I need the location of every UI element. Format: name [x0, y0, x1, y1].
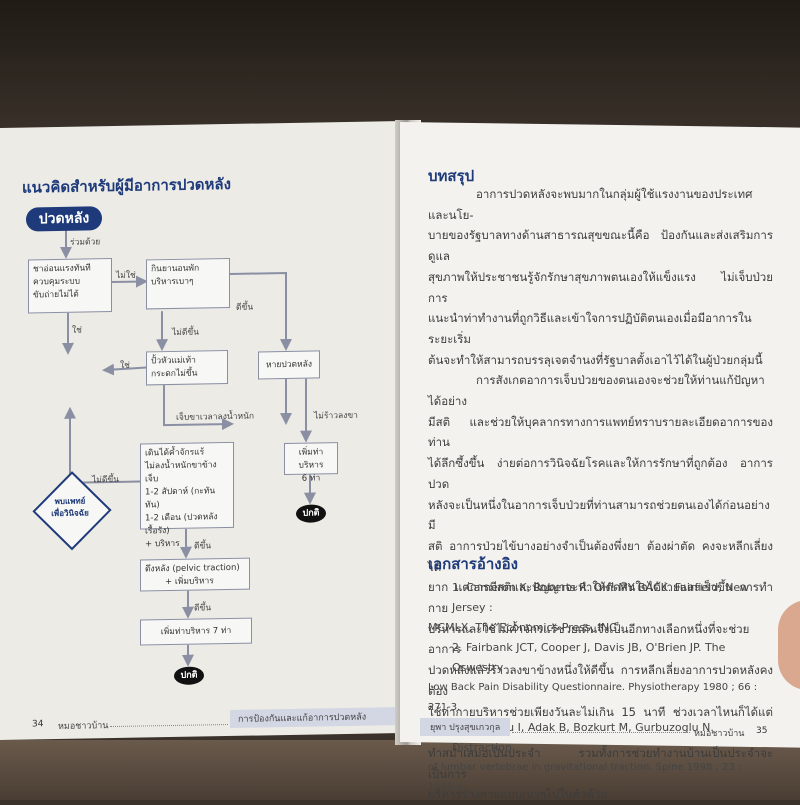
text-line: ยาก แต่การมีสติและปัญญาจะทำให้ตัดสินใจได…: [428, 580, 773, 616]
box-line: + บริหาร: [145, 538, 180, 550]
label-better-2: ดีขึ้น: [194, 541, 212, 552]
label-combined: ร่วมด้วย: [70, 237, 101, 248]
running-head-right: หมอชาวบ้าน: [694, 729, 745, 739]
text-line: อาการปวดหลังจะพบมากในกลุ่มผู้ใช้แรงงานขอ…: [428, 187, 753, 222]
text-line: บริหารร่างกายแบบเบาๆไปในตัวด้วย: [428, 787, 608, 802]
references-heading: เอกสารอ้างอิง: [428, 555, 518, 573]
box-line: + เพิ่มบริหาร: [165, 576, 214, 588]
text-line: บายของรัฐบาลทางด้านสาธารณสุขขณะนี้คือ ป้…: [428, 228, 773, 264]
text-line: สติ อาการป่วยไข้บางอย่างจำเป็นต้องพึ่งยา…: [428, 538, 773, 574]
label-yes-1: ใช่: [72, 325, 82, 336]
label-no-leg-pain: ไม่ร้าวลงขา: [314, 410, 358, 422]
box-line: กินยานอนพัก: [151, 263, 200, 275]
reference-line: Low Back Pain Disability Questionnaire. …: [428, 682, 758, 713]
box-recovered: หายปวดหลัง: [258, 350, 320, 380]
box-crutch-walking: เดินได้ค้ำจักรแร้ ไม่ลงน้ำหนักขาข้างเจ็บ…: [140, 441, 234, 549]
reference-line: 3. Tekeoglu I, Adak B, Bozkurt M, Gurbuz…: [452, 721, 714, 754]
box-toe-weakness: ปั้วหัวแม่เท้า กระดกไม่ขึ้น: [146, 350, 228, 386]
box-weakness-symptoms: ชาอ่อนแรงทันที ควบคุมระบบ ขับถ่ายไม่ได้: [28, 258, 112, 314]
reference-line: MCMLX, The Economics Press, INC..: [428, 621, 624, 634]
summary-text: อาการปวดหลังจะพบมากในกลุ่มผู้ใช้แรงงานขอ…: [428, 184, 773, 805]
box-line: เพิ่มท่าบริหาร: [298, 447, 324, 471]
box-pelvic-traction: ดึงหลัง (pelvic traction) + เพิ่มบริหาร: [140, 557, 250, 592]
text-line: ปวดหลังแล้วร้าวลงขาข้างหนึ่งให้ดีขึ้น กา…: [428, 663, 773, 698]
decision-see-doctor-text: พบแพทย์ เพื่อวินิจฉัย: [34, 495, 106, 520]
page-number-left: 34: [32, 719, 44, 730]
text-line: หลังจะเป็นหนึ่งในอาการเจ็บป่วยที่ท่านสาม…: [428, 497, 770, 533]
finger: [778, 600, 800, 690]
reference-line: of lumbar vertebrae in gravitational tra…: [428, 762, 742, 793]
label-leg-pain: เจ็บขาเวลาลงน้ำหนัก: [176, 411, 255, 423]
label-better-3: ดีขึ้น: [194, 603, 212, 614]
summary-heading: บทสรุป: [428, 167, 475, 185]
running-head-title: การป้องกันและแก้อาการปวดหลัง: [238, 712, 367, 725]
footer-rule-right: [512, 732, 690, 733]
background-table: [0, 740, 800, 800]
box-line: ขับถ่ายไม่ได้: [33, 289, 79, 301]
box-line: ไม่ลงน้ำหนักขาข้างเจ็บ: [145, 460, 217, 485]
box-rest-medication: กินยานอนพัก บริหารเบาๆ: [146, 257, 230, 310]
reference-line: 1. Cameron K, Roberts R. OH! MY BACK. Fa…: [452, 581, 750, 614]
background-top: [0, 0, 800, 140]
label-no-1: ไม่ใช่: [116, 270, 136, 281]
box-add-exercise-6: เพิ่มท่าบริหาร 6 ท่า: [284, 442, 338, 484]
label-not-better-2: ไม่ดีขึ้น: [92, 474, 120, 486]
box-line: ดึงหลัง (pelvic traction): [145, 562, 240, 575]
box-line: กระดกไม่ขึ้น: [151, 368, 198, 380]
label-better-1: ดีขึ้น: [236, 302, 254, 313]
text-line: บริหารและใช้ไม้ค้ำจักรแร้ช่วยเดินจึงเป็น…: [428, 621, 750, 657]
references-list: 1. Cameron K, Roberts R. OH! MY BACK. Fa…: [428, 578, 773, 798]
box-line: ปั้วหัวแม่เท้า: [151, 355, 196, 367]
box-line: 1-2 เดือน (ปวดหลังเรื้อรัง): [145, 512, 218, 537]
text-line: มีสติ และช่วยให้บุคลากรทางการแพทย์ทราบรา…: [428, 414, 773, 450]
text-line: สุขภาพให้ประชาชนรู้จักรักษาสุขภาพตนเองให…: [428, 269, 773, 305]
text-line: แนะนำท่าทำงานที่ถูกวิธีและเข้าใจการปฏิบั…: [428, 311, 752, 346]
box-line: 1-2 สัปดาห์ (กะทันทัน): [145, 486, 216, 511]
box-line: ควบคุมระบบ: [33, 276, 81, 288]
running-head-left: หมอชาวบ้าน: [58, 721, 109, 732]
page-number-right: 35: [756, 726, 768, 736]
label-not-better-1: ไม่ดีขึ้น: [172, 327, 200, 338]
text-line: การสังเกตอาการเจ็บป่วยของตนเองจะช่วยให้ท…: [428, 373, 765, 409]
start-node-back-pain: ปวดหลัง: [26, 206, 102, 232]
box-add-exercise-7: เพิ่มท่าบริหาร 7 ท่า: [140, 617, 252, 646]
text-line: ต้นจะทำให้สามารถบรรลุเจตจำนงที่รัฐบาลตั้…: [428, 352, 763, 367]
box-line: บริหารเบาๆ: [151, 276, 194, 288]
reference-line: 2. Fairbank JCT, Cooper J, Davis JB, O'B…: [452, 641, 726, 674]
footer-band-right: [420, 718, 510, 736]
author-name: ยุพา ปรุงสุขเกวกุล: [430, 723, 501, 733]
text-line: ได้ลึกซึ้งขึ้น ง่ายต่อการวินิจฉัยโรคและใ…: [428, 456, 773, 491]
label-yes-2: ใช่: [120, 360, 130, 371]
diamond-line: เพื่อวินิจฉัย: [51, 508, 89, 519]
box-line: ชาอ่อนแรงทันที: [33, 263, 91, 275]
left-page: แนวคิดสำหรับผู้มีอาการปวดหลัง ปวดหลัง ร่…: [0, 120, 410, 740]
box-line: 6 ท่า: [301, 473, 321, 484]
text-line: ทำสม่ำเสมอเป็นประจำ รวมทั้งการช่วยทำงานบ…: [428, 745, 773, 781]
